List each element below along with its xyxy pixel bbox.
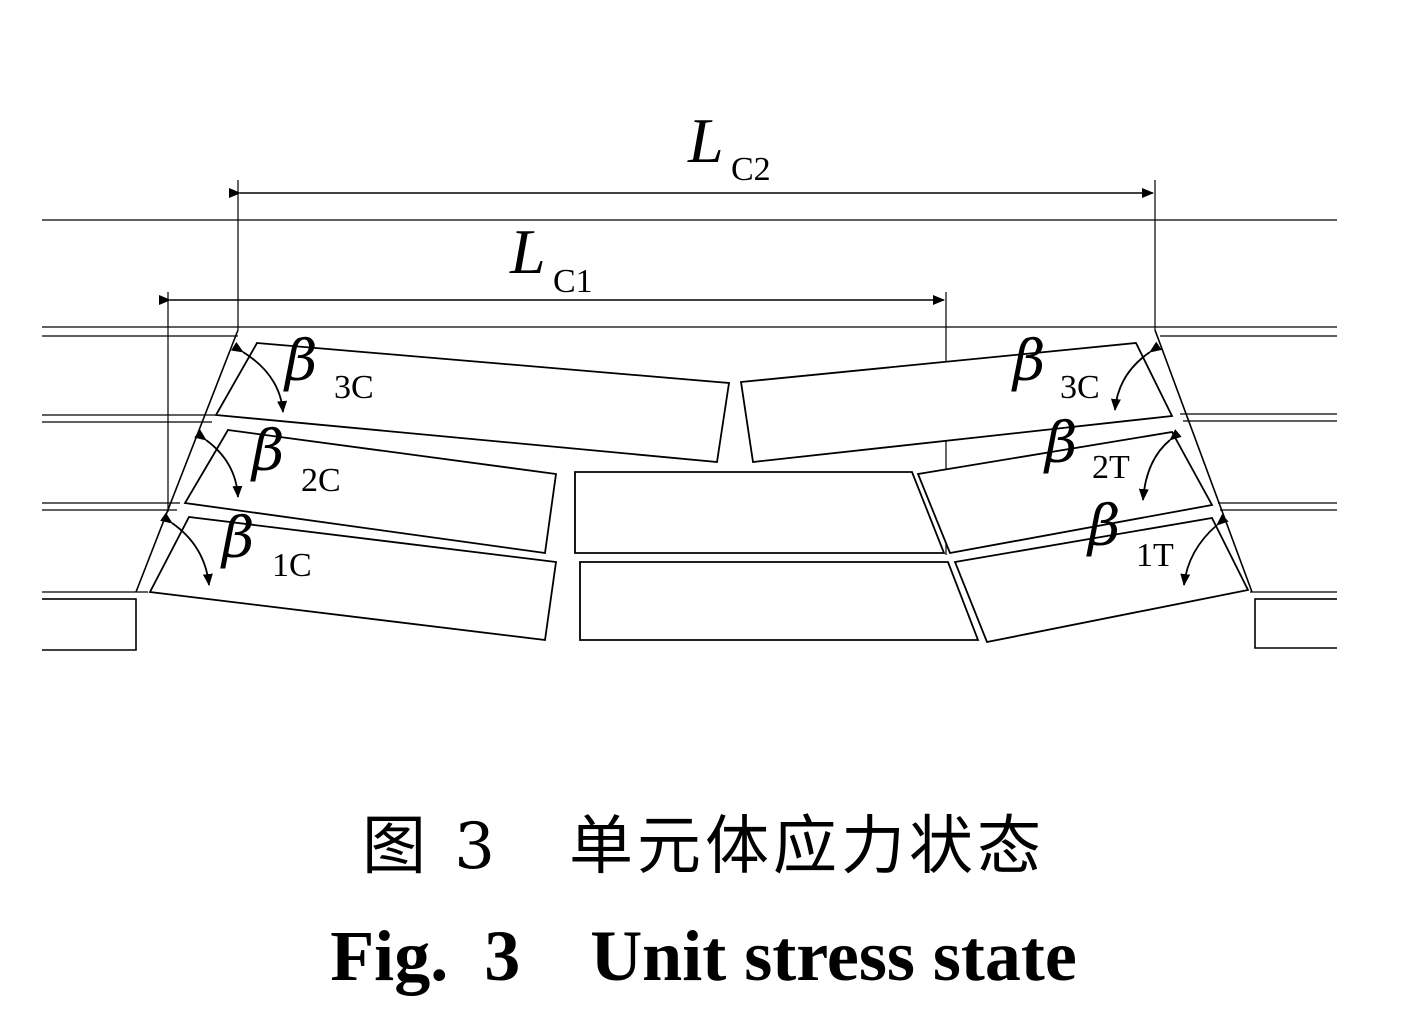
- label-b3c-left: β 3C: [283, 329, 374, 406]
- label-lc2-main: L: [687, 105, 724, 176]
- arc-b1t: [1180, 514, 1229, 586]
- block-right-bottom: [953, 517, 1250, 644]
- caption-chinese: 图 3 单元体应力状态: [0, 795, 1407, 887]
- label-b3c-left-main: β: [283, 329, 317, 394]
- voussoir-blocks: [148, 342, 1250, 644]
- label-b2c-main: β: [250, 419, 284, 484]
- caption-cn-label: 图 3: [361, 810, 500, 884]
- arc-b3c-left: [231, 341, 288, 413]
- label-b3c-right: β 3C: [1011, 329, 1100, 406]
- skew-lines: [135, 329, 1253, 593]
- label-b2c: β 2C: [250, 419, 341, 499]
- arc-b3c-right: [1110, 341, 1162, 411]
- label-b1c: β 1C: [220, 506, 312, 584]
- label-b2t-main: β: [1043, 411, 1077, 476]
- label-b1c-sub: 1C: [272, 547, 312, 584]
- arc-b1c: [160, 512, 213, 586]
- label-lc2: L C2: [687, 105, 771, 188]
- label-lc1-main: L: [509, 216, 546, 287]
- label-b1c-main: β: [220, 506, 254, 571]
- block-right-top: [739, 342, 1174, 463]
- label-b2t: β 2T: [1043, 411, 1130, 486]
- arc-b2c: [194, 429, 243, 498]
- label-b1t-main: β: [1086, 494, 1120, 559]
- arc-b2t: [1138, 429, 1182, 501]
- label-lc1: L C1: [509, 216, 593, 300]
- angle-arcs: [160, 341, 1229, 586]
- block-center-bottom: [579, 561, 980, 641]
- label-b3c-left-sub: 3C: [334, 369, 374, 406]
- block-center-top: [574, 471, 946, 554]
- caption-english: Fig. 3 Unit stress state: [0, 915, 1407, 998]
- label-lc1-sub: C1: [553, 263, 593, 300]
- label-b3c-right-main: β: [1011, 329, 1045, 394]
- label-b2t-sub: 2T: [1092, 449, 1130, 486]
- abutments: [42, 598, 1337, 651]
- label-b3c-right-sub: 3C: [1060, 369, 1100, 406]
- label-b1t: β 1T: [1086, 494, 1174, 574]
- block-left-top: [214, 342, 731, 463]
- label-b2c-sub: 2C: [301, 462, 341, 499]
- block-right-middle: [916, 431, 1214, 555]
- caption-en-title: Unit stress state: [590, 916, 1077, 996]
- caption-en-label: Fig. 3: [330, 916, 521, 996]
- label-b1t-sub: 1T: [1136, 537, 1174, 574]
- caption-cn-title: 单元体应力状态: [569, 810, 1046, 884]
- label-lc2-sub: C2: [731, 151, 771, 188]
